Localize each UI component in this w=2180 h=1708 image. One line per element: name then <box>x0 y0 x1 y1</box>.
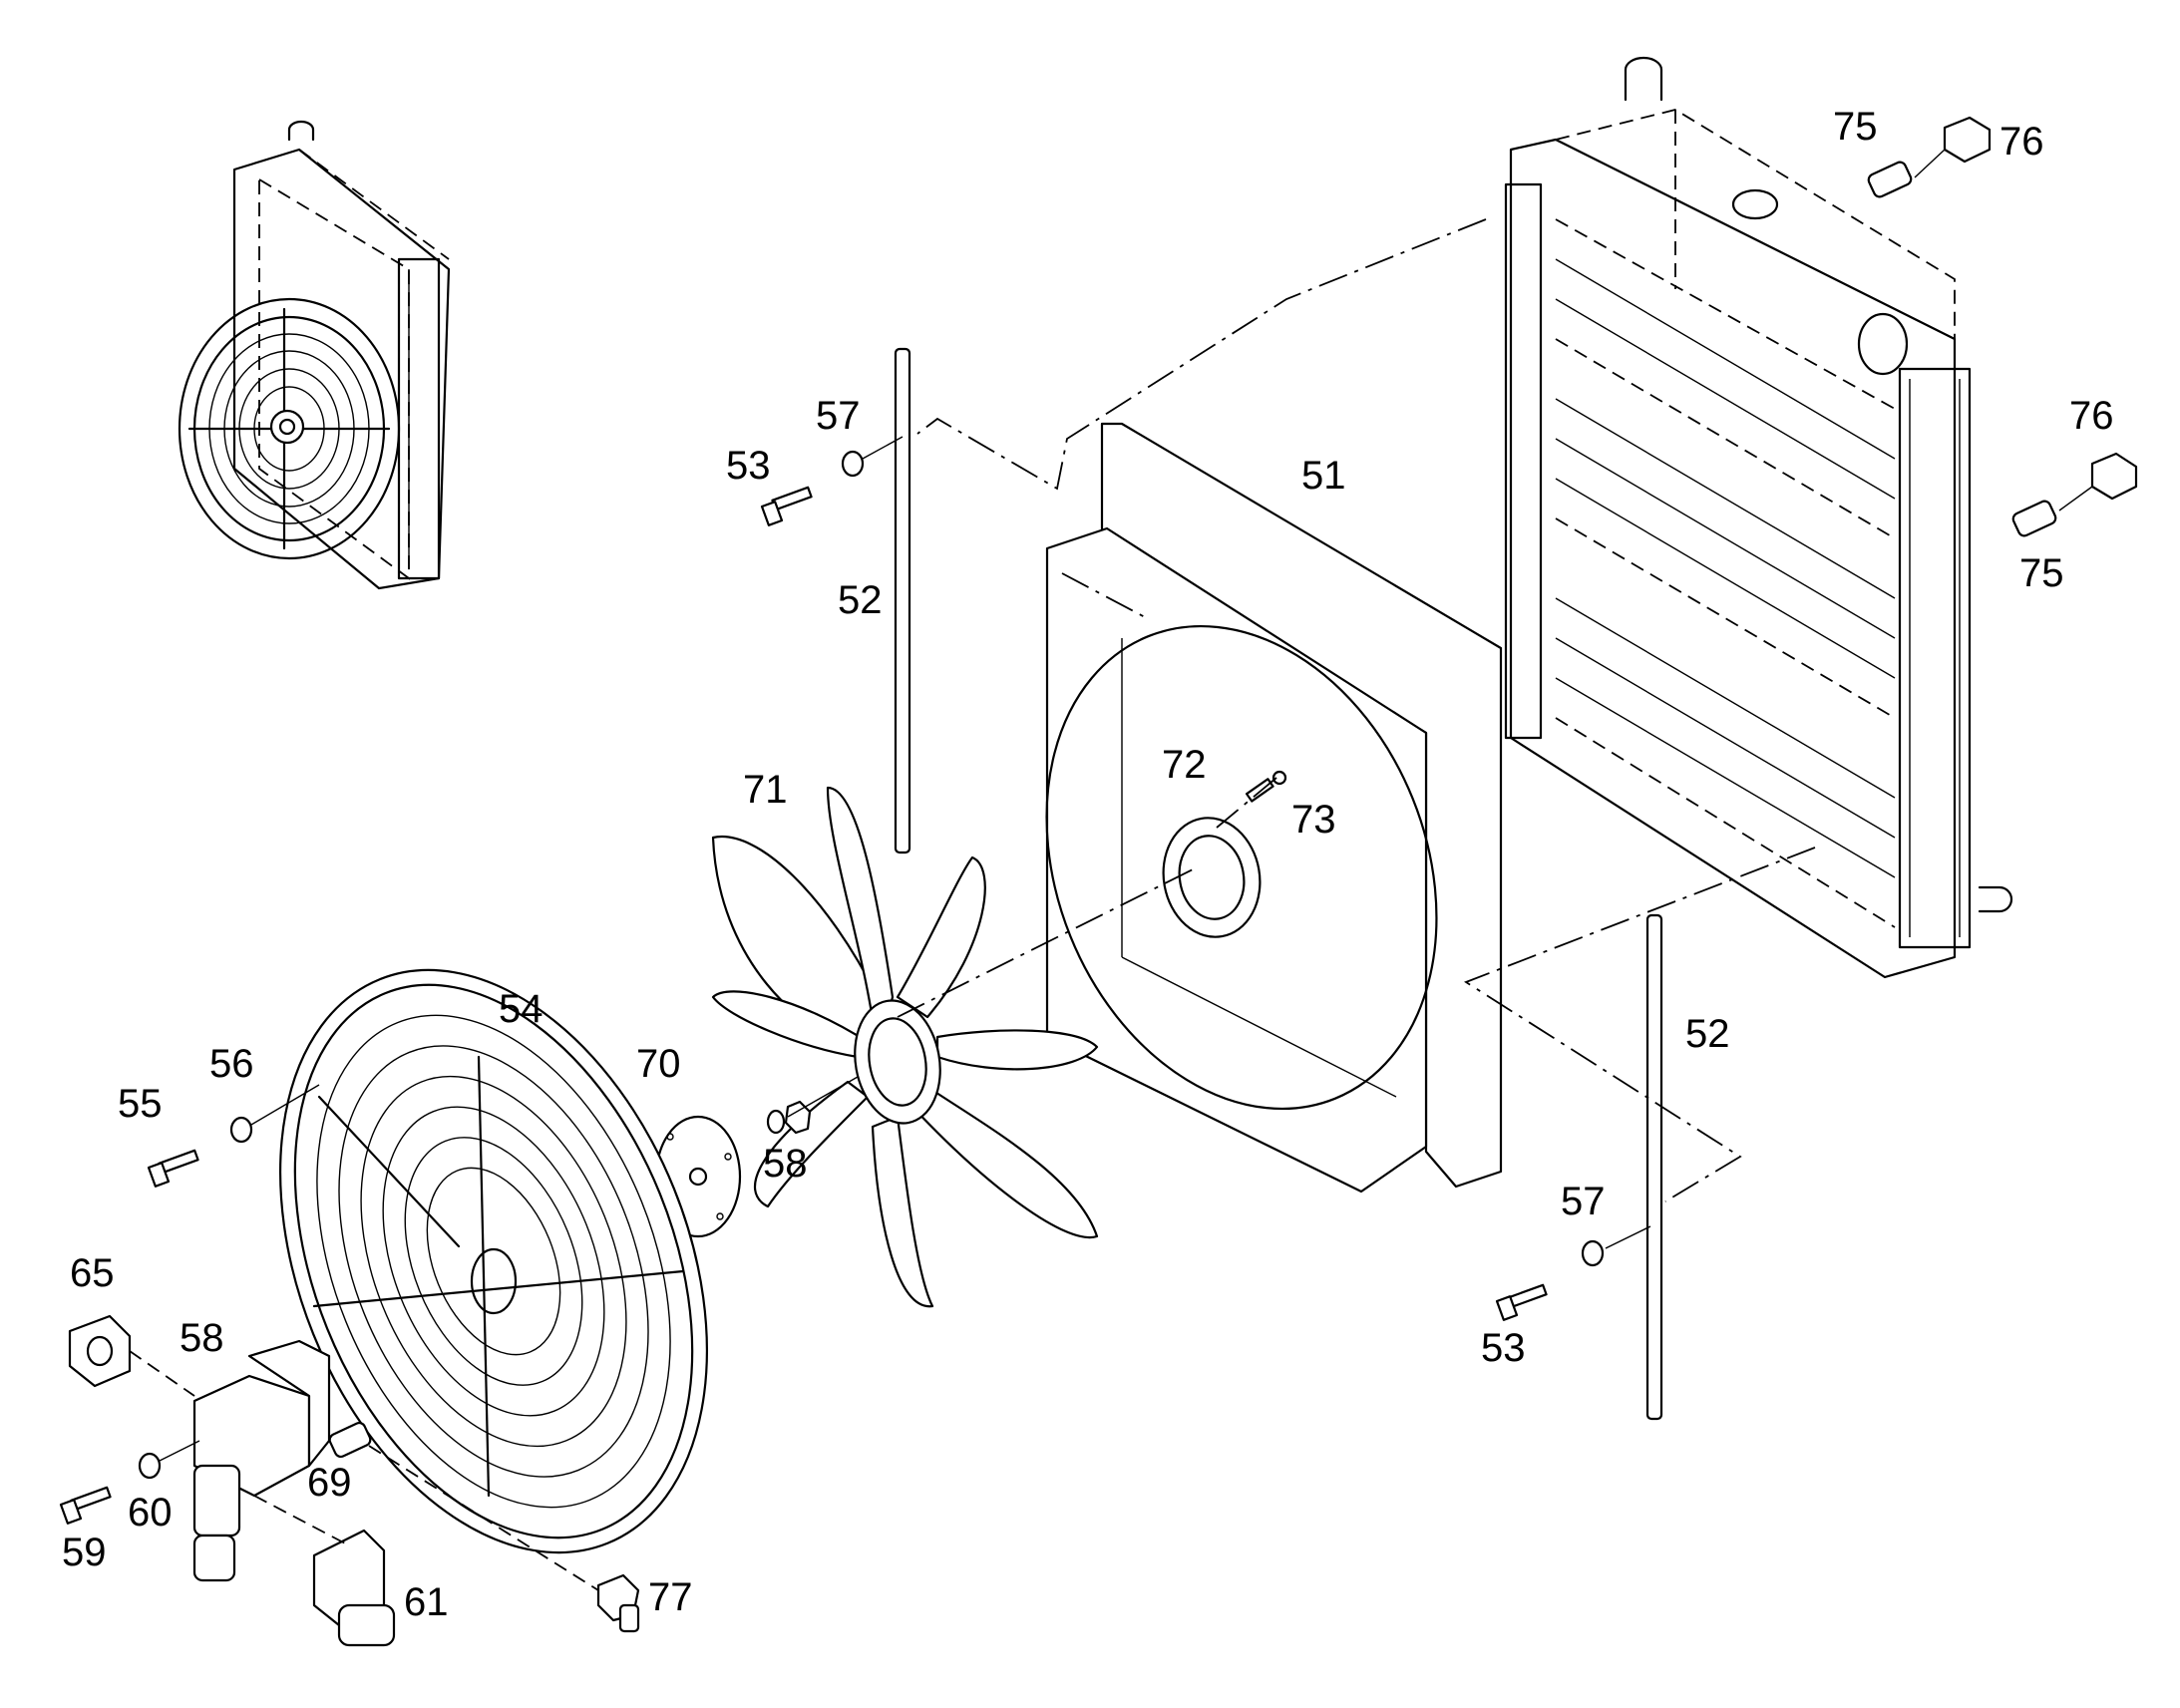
assembly-overview-illustration <box>178 120 451 590</box>
port-flange-65 <box>68 1314 132 1388</box>
callout-51: 51 <box>1301 454 1346 498</box>
callout-61: 61 <box>404 1580 449 1624</box>
callout-72: 72 <box>1162 743 1207 787</box>
callout-58-hub: 58 <box>763 1142 808 1186</box>
bolt-55 <box>147 1149 199 1188</box>
fitting-69 <box>328 1421 372 1459</box>
washer-56 <box>229 1116 253 1144</box>
elbow-76-lower <box>2090 452 2138 501</box>
fan-guard-54 <box>279 968 708 1554</box>
callout-75-upper: 75 <box>1833 105 1878 149</box>
fan-blade-71 <box>711 786 1099 1308</box>
washer-nut-58 <box>766 1100 812 1135</box>
callout-73: 73 <box>1291 798 1336 842</box>
elbow-76-upper <box>1943 116 1992 164</box>
callout-71: 71 <box>743 768 788 812</box>
hydraulic-motor-58 <box>192 1339 331 1582</box>
bolt-53-upper <box>760 486 813 526</box>
callout-70: 70 <box>636 1042 681 1086</box>
callout-55: 55 <box>118 1082 163 1126</box>
fitting-75-lower <box>2011 500 2057 537</box>
washer-57-lower <box>1581 1239 1605 1267</box>
assembly-lines <box>129 149 2093 1591</box>
callout-53-lower: 53 <box>1481 1326 1526 1370</box>
callout-57-lower: 57 <box>1561 1180 1606 1223</box>
flat-bar-52-upper <box>894 347 911 854</box>
callout-53-upper: 53 <box>726 444 771 488</box>
callout-77: 77 <box>648 1575 693 1619</box>
callout-76-upper: 76 <box>1999 120 2044 164</box>
bolt-59 <box>59 1486 112 1525</box>
callout-69: 69 <box>307 1461 352 1505</box>
callout-labels: 51 52 52 53 53 54 55 56 57 57 58 58 59 6… <box>62 105 2114 1624</box>
fan-shroud-51 <box>1045 422 1503 1194</box>
callout-56: 56 <box>209 1042 254 1086</box>
washer-60 <box>138 1452 162 1480</box>
callout-76-lower: 76 <box>2069 394 2114 438</box>
flat-bar-52-lower <box>1645 913 1663 1421</box>
radiator-core-illustration <box>1504 56 2013 979</box>
fitting-75-upper <box>1867 161 1913 198</box>
callout-65: 65 <box>70 1251 115 1295</box>
callout-75-lower: 75 <box>2019 551 2064 595</box>
bolt-53-lower <box>1495 1283 1548 1321</box>
washer-57-upper <box>841 450 865 478</box>
callout-52-lower: 52 <box>1685 1012 1730 1056</box>
callout-52-upper: 52 <box>838 578 883 622</box>
callout-54: 54 <box>499 987 544 1031</box>
callout-57-upper: 57 <box>816 394 861 438</box>
elbow-77 <box>596 1573 640 1633</box>
port-elbow-61 <box>312 1529 396 1647</box>
callout-59: 59 <box>62 1531 107 1574</box>
callout-58-motor: 58 <box>180 1316 224 1360</box>
callout-60: 60 <box>128 1491 173 1535</box>
adapter-ring-72 <box>1162 817 1262 938</box>
